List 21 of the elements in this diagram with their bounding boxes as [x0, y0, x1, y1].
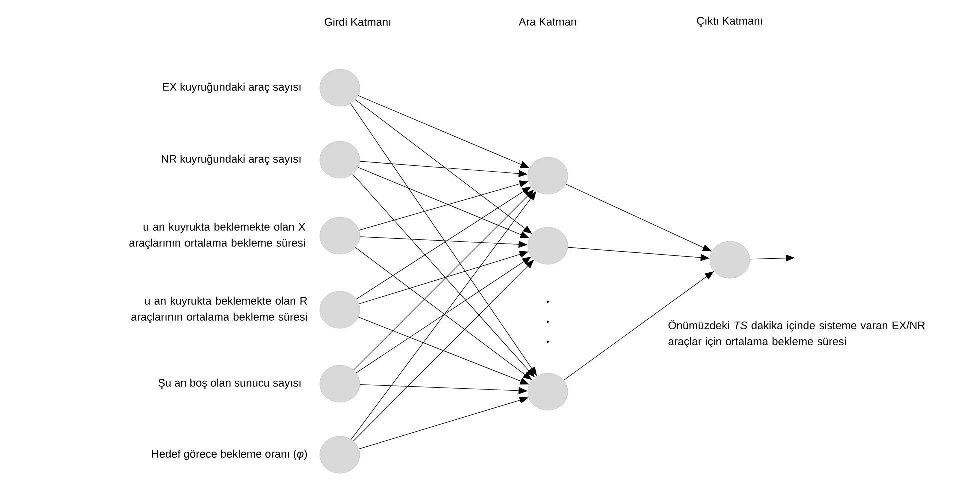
neuron-circle: [320, 217, 360, 255]
neuron-circle: [528, 157, 568, 195]
neuron-circle: [320, 141, 360, 179]
input-label: Şu an boş olan sunucu sayısı: [158, 378, 301, 390]
input-label: u an kuyrukta beklemekte olan R araçlarının ortalama bekleme süresi: [132, 296, 308, 324]
input-label: Hedef görece bekleme oranı (φ): [152, 450, 308, 460]
layer-heading: Ara Katman: [518, 18, 576, 26]
neuron-circle: [710, 241, 750, 279]
neuron-circle: [320, 436, 360, 474]
input-label: u an kuyrukta beklemekte olan X araçlarının ortalama bekleme süresi: [130, 222, 306, 250]
layer-heading: Çıktı Katmanı: [697, 16, 762, 28]
layer-heading: Girdi Katmanı: [324, 18, 391, 26]
arrow: [356, 186, 532, 300]
neuron-circle: [320, 69, 360, 107]
neuron-circle: [528, 227, 568, 265]
neuron-circle: [320, 365, 360, 403]
input-label: NR kuyruğundaki araç sayısı: [162, 154, 301, 166]
output-label: Önümüzdeki TS dakika içinde sisteme varan EX/NR araçlar için ortalama bekleme süresi: [668, 320, 926, 348]
neuron-circle: [528, 373, 568, 411]
neuron-circle: [320, 291, 360, 329]
input-label: EX kuyruğundaki araç sayısı: [163, 82, 301, 94]
